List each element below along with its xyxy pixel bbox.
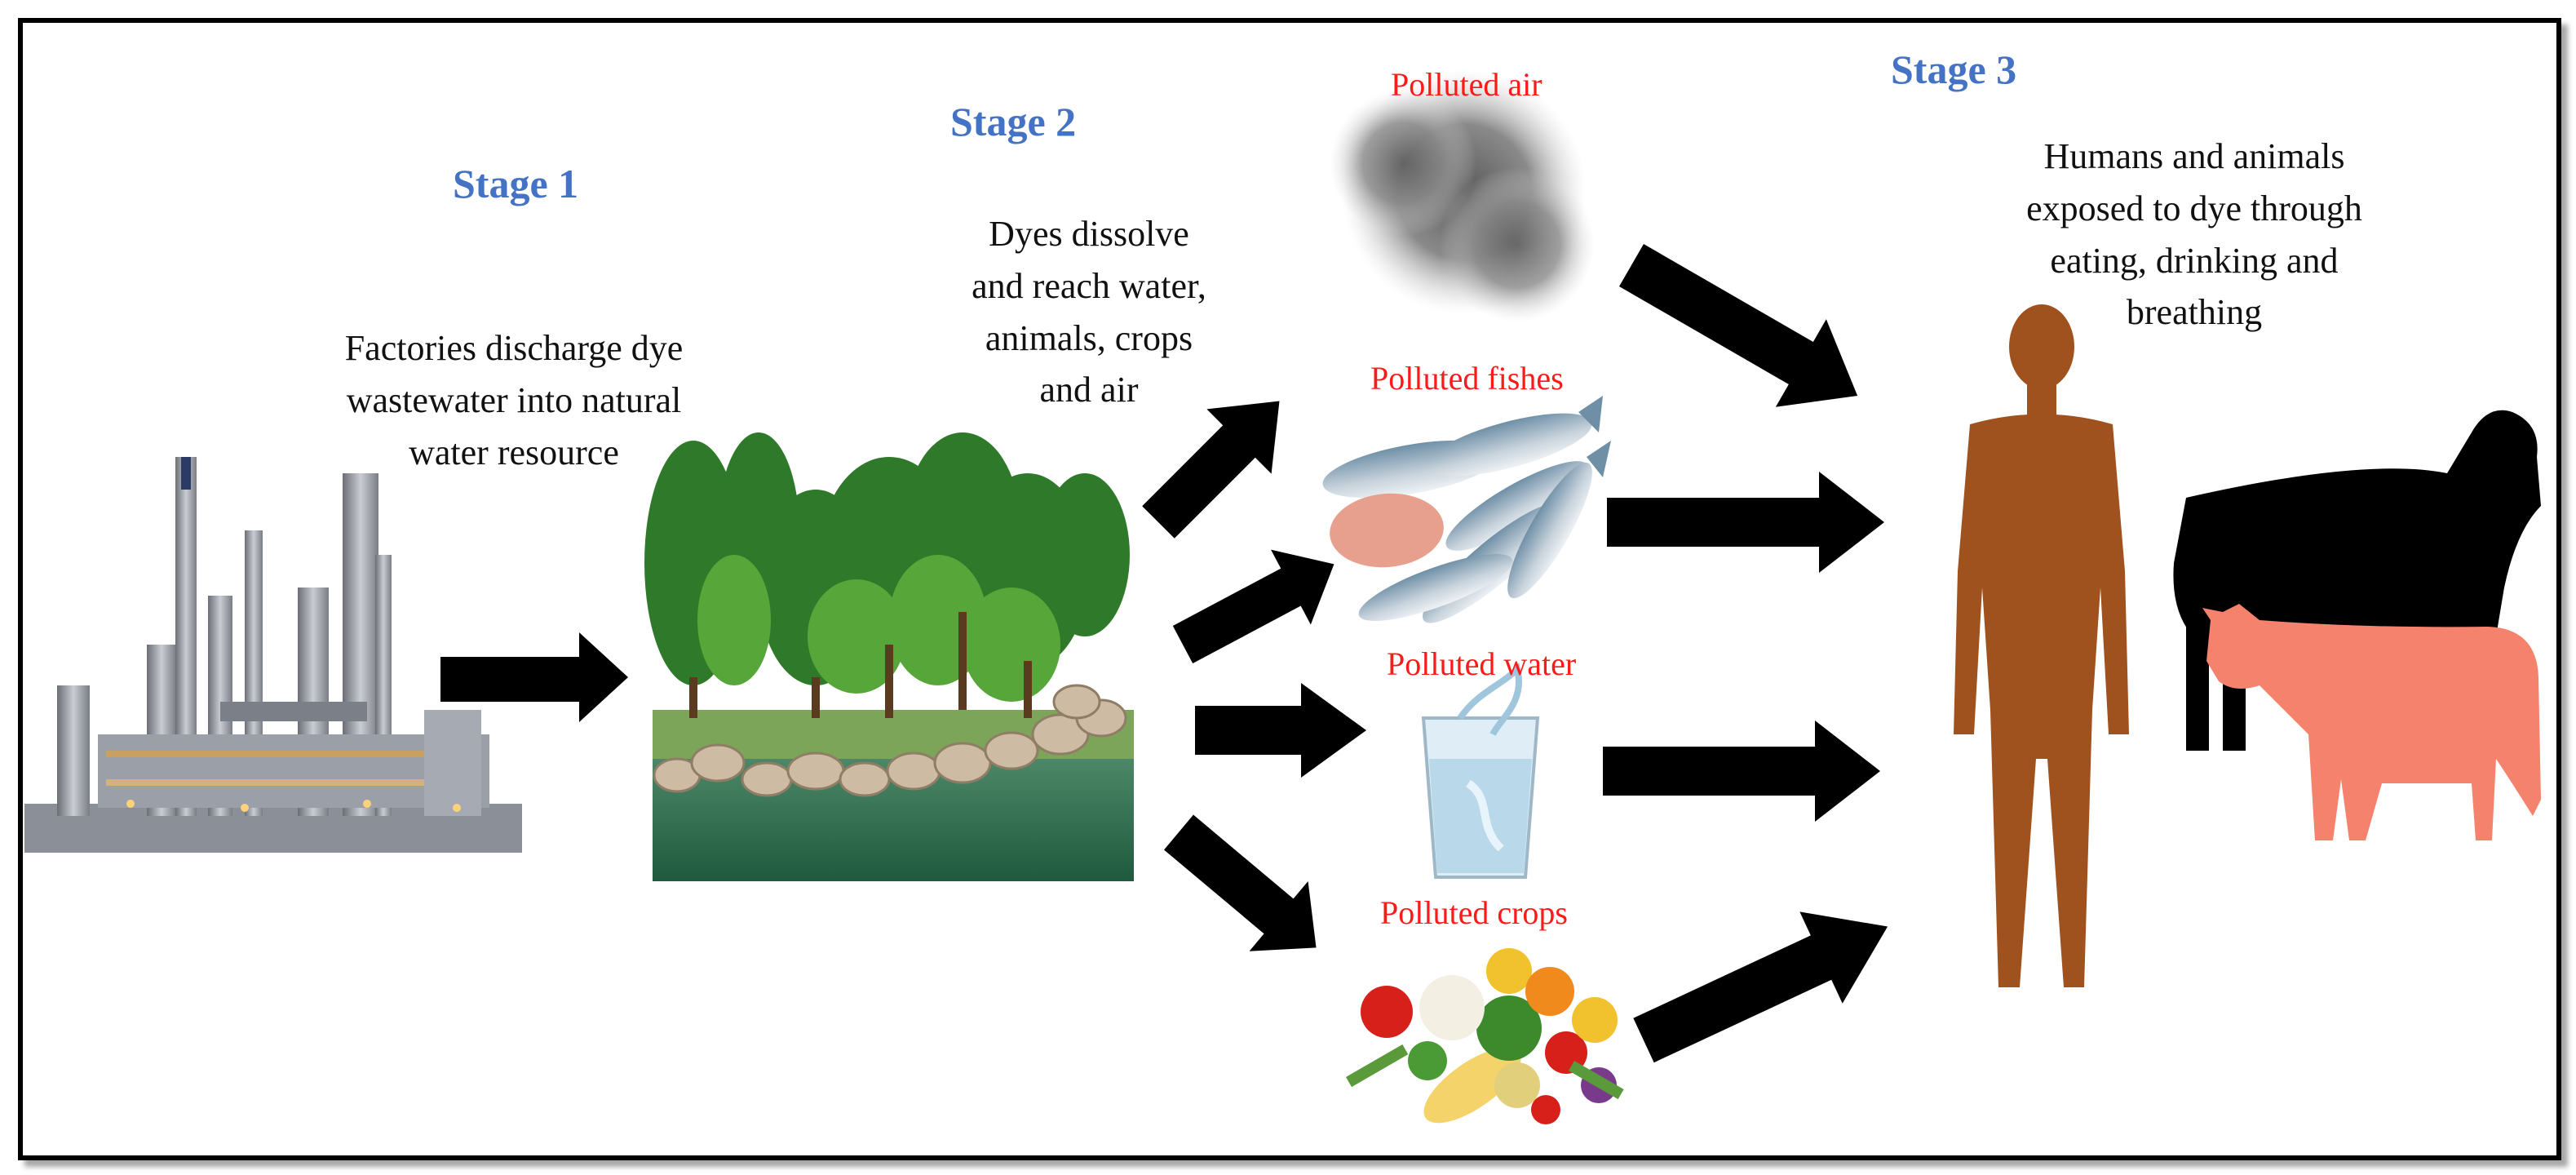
polluted-water-label: Polluted water bbox=[1387, 645, 1577, 682]
forest-pond-icon bbox=[644, 432, 1134, 881]
arrow-crops-to-human bbox=[1633, 911, 1888, 1063]
arrow-forest-to-water bbox=[1195, 683, 1366, 778]
polluted-air-label: Polluted air bbox=[1391, 66, 1543, 103]
human-silhouette-icon bbox=[1954, 304, 2129, 987]
stage-3-line: breathing bbox=[2126, 292, 2263, 333]
arrow-forest-to-air bbox=[1142, 401, 1280, 539]
water-glass-icon bbox=[1421, 663, 1540, 879]
stage-1-line: Factories discharge dye bbox=[344, 328, 684, 368]
smoke-cloud-icon bbox=[1330, 69, 1595, 322]
stage-2-title: Stage 2 bbox=[950, 99, 1077, 144]
polluted-fishes-label: Polluted fishes bbox=[1370, 360, 1564, 397]
factory-icon bbox=[24, 457, 522, 853]
stage-2-line: animals, crops bbox=[985, 317, 1193, 358]
stage-1-description: Factories discharge dye wastewater into … bbox=[310, 322, 718, 478]
fish-icon bbox=[1322, 396, 1611, 623]
stage-3-line: Humans and animals bbox=[2043, 136, 2345, 176]
stage-2-line: and reach water, bbox=[972, 265, 1206, 306]
stage-3-line: eating, drinking and bbox=[2050, 240, 2339, 281]
stage-1-line: wastewater into natural bbox=[346, 379, 682, 420]
stage-1-title: Stage 1 bbox=[453, 161, 579, 206]
arrow-forest-to-crops bbox=[1164, 814, 1317, 951]
stage-2-line: Dyes dissolve bbox=[989, 214, 1189, 254]
arrow-forest-to-fish bbox=[1172, 549, 1334, 663]
arrow-fish-to-human bbox=[1607, 472, 1884, 573]
stage-3-title: Stage 3 bbox=[1891, 47, 2017, 92]
cow-silhouette-icon bbox=[2202, 604, 2541, 840]
stage-2-line: and air bbox=[1039, 370, 1139, 410]
stage-3-description: Humans and animals exposed to dye throug… bbox=[1966, 131, 2423, 339]
arrow-water-to-human bbox=[1603, 721, 1880, 822]
vegetables-icon bbox=[1346, 948, 1624, 1124]
stage-2-description: Dyes dissolve and reach water, animals, … bbox=[926, 208, 1252, 416]
arrow-air-to-human bbox=[1619, 244, 1858, 407]
polluted-crops-label: Polluted crops bbox=[1380, 894, 1568, 931]
arrow-factory-to-forest bbox=[440, 632, 628, 722]
stage-1-line: water resource bbox=[409, 432, 619, 472]
stage-3-line: exposed to dye through bbox=[2026, 188, 2362, 228]
